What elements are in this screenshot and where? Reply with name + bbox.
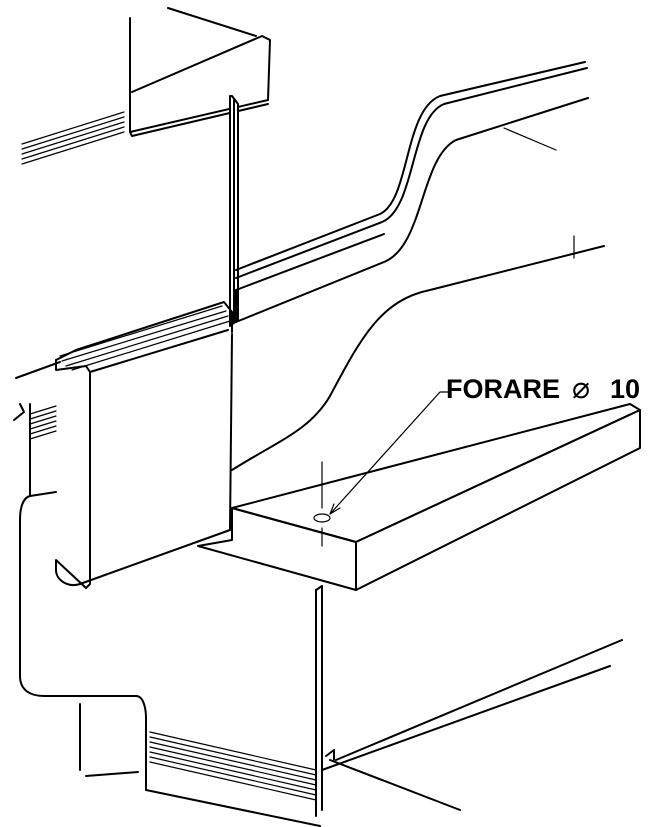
callout-label: FORARE <box>446 374 560 404</box>
bottom-sheet-stack <box>145 731 321 827</box>
upper-sheet-stack <box>21 111 125 165</box>
lower-left-panel <box>13 403 147 791</box>
middle-curved-duct <box>231 235 605 471</box>
c-channel-bracket <box>15 301 233 589</box>
lower-post <box>315 585 623 817</box>
drill-callout: FORARE ⌀ 10 <box>329 372 640 515</box>
diameter-symbol: ⌀ <box>572 372 590 405</box>
drill-hole <box>313 513 331 523</box>
upper-bracket <box>129 7 271 327</box>
shelf-plate <box>197 403 641 591</box>
upper-curved-duct <box>235 61 589 323</box>
callout-value: 10 <box>610 374 640 404</box>
